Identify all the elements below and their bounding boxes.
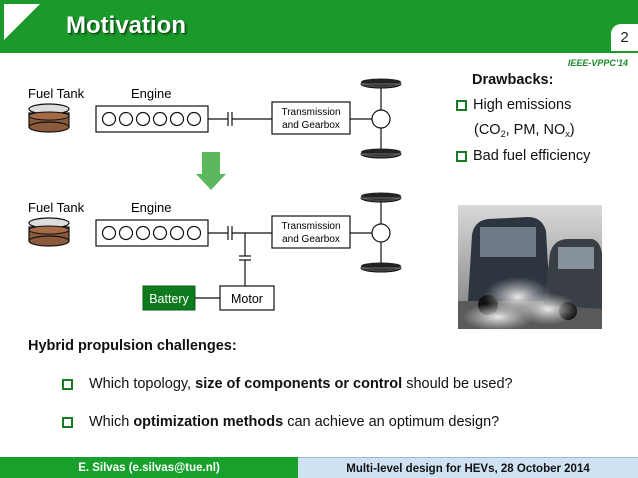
down-arrow-icon xyxy=(196,152,226,190)
challenge-item: Which optimization methods can achieve a… xyxy=(62,414,499,430)
bottom-rear-wheel-icon xyxy=(360,262,402,273)
slide-header: Motivation 2 xyxy=(0,0,638,53)
slide-title: Motivation xyxy=(66,12,186,39)
slide-footer: E. Silvas (e.silvas@tue.nl) Multi-level … xyxy=(0,457,638,478)
bottom-fuel-tank-label: Fuel Tank xyxy=(28,200,85,215)
emissions-detail: (CO2, PM, NOx) xyxy=(474,122,575,139)
conference-label: IEEE-VPPC'14 xyxy=(567,58,628,68)
drawbacks-heading: Drawbacks: xyxy=(472,72,554,88)
footer-author: E. Silvas (e.silvas@tue.nl) xyxy=(0,457,298,478)
top-fuel-tank-label: Fuel Tank xyxy=(28,86,85,101)
bottom-front-wheel-icon xyxy=(360,192,402,203)
bottom-engine-label: Engine xyxy=(131,200,171,215)
checkbox-bullet-icon xyxy=(456,99,467,111)
top-fuel-tank-icon xyxy=(28,103,70,133)
top-engine-icon xyxy=(95,105,209,133)
battery-box xyxy=(142,285,196,311)
corner-triangle-icon xyxy=(4,4,40,40)
hybrid-heading: Hybrid propulsion challenges: xyxy=(28,338,237,354)
drawback-item: Bad fuel efficiency xyxy=(456,148,636,164)
motor-label: Motor xyxy=(231,292,263,306)
checkbox-bullet-icon xyxy=(62,416,73,428)
top-engine-label: Engine xyxy=(131,86,171,101)
bottom-engine-icon xyxy=(95,219,209,247)
challenge-item: Which topology, size of components or co… xyxy=(62,376,513,392)
drawbacks-panel: Drawbacks: High emissions (CO2, PM, NOx)… xyxy=(456,72,636,173)
svg-text:Transmission: Transmission xyxy=(281,107,340,118)
bottom-differential-icon xyxy=(371,223,391,243)
footer-event: Multi-level design for HEVs, 28 October … xyxy=(298,457,638,478)
top-differential-icon xyxy=(371,109,391,129)
powertrain-diagram: Fuel Tank Engine Transmission and Gearbo… xyxy=(28,78,402,311)
motor-box xyxy=(219,285,275,311)
checkbox-bullet-icon xyxy=(62,378,73,390)
bottom-fuel-tank-icon xyxy=(28,217,70,247)
page-number: 2 xyxy=(611,24,638,51)
checkbox-bullet-icon xyxy=(456,150,467,162)
svg-text:and Gearbox: and Gearbox xyxy=(282,120,340,131)
drawback-item: High emissions xyxy=(456,97,636,113)
top-rear-wheel-icon xyxy=(360,148,402,159)
car-exhaust-photo xyxy=(458,205,602,329)
svg-text:Transmission: Transmission xyxy=(281,221,340,232)
svg-text:and Gearbox: and Gearbox xyxy=(282,234,340,245)
top-front-wheel-icon xyxy=(360,78,402,89)
battery-label: Battery xyxy=(149,292,189,306)
bottom-transmission-box xyxy=(271,215,351,249)
top-transmission-box xyxy=(271,101,351,135)
